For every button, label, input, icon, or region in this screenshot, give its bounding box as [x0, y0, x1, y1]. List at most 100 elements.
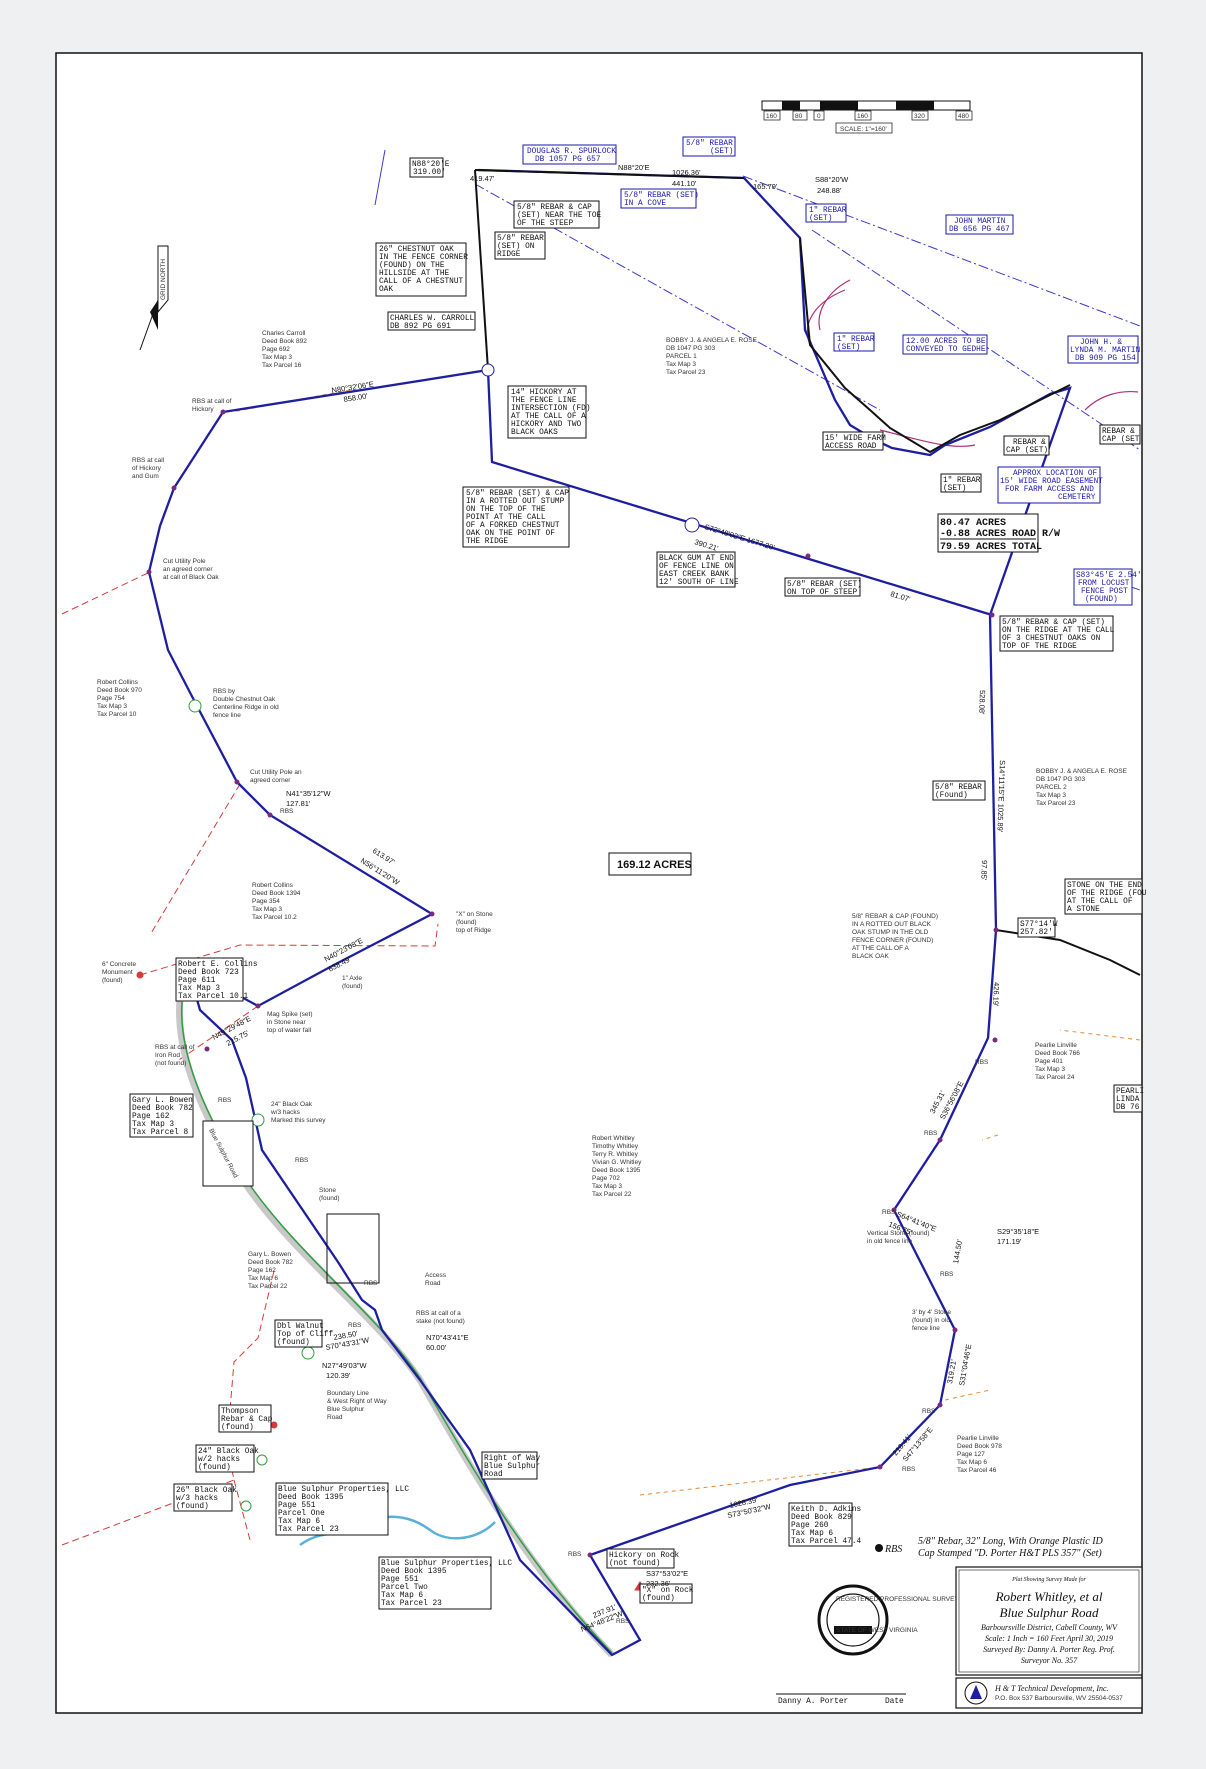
map-label: BOBBY J. & ANGELA E. ROSE	[666, 337, 758, 344]
rbs-legend: RBS 5/8" Rebar, 32" Long, With Orange Pl…	[875, 1536, 1104, 1559]
map-label: top of water fall	[267, 1027, 312, 1034]
map-label: Tax Map 3	[97, 703, 127, 710]
hickory-5: HICKORY AND TWO	[511, 421, 582, 429]
spurlock-deed: DB 1057 PG 657	[535, 156, 601, 164]
map-label: Tax Map 6	[957, 1459, 987, 1466]
n88-distance: 319.00'	[413, 169, 446, 177]
map-label: 144.50'	[951, 1238, 964, 1264]
locust-box: S83°45'E 2.54' FROM LOCUST FENCE POST (F…	[1073, 568, 1142, 606]
signature-name: Danny A. Porter	[778, 1698, 848, 1706]
map-label: Page 162	[248, 1267, 276, 1274]
scale-tick-4: 320	[914, 113, 925, 120]
map-label: Tax Map 3	[1035, 1066, 1065, 1073]
road-detail-box	[326, 1213, 380, 1284]
map-label: fence line	[213, 712, 241, 719]
adkins-2: Deed Book 829	[791, 1514, 852, 1522]
scale-label: SCALE: 1"=160'	[840, 126, 887, 133]
map-label: Tax Parcel 46	[957, 1467, 997, 1474]
row-1: Right of Way	[484, 1455, 540, 1463]
rose-parcel-1-text: BOBBY J. & ANGELA E. ROSE DB 1047 PG 303…	[666, 337, 758, 376]
rebar-steep-2: ON TOP OF STEEP	[787, 589, 858, 597]
scale-tick-5: 480	[958, 113, 969, 120]
surveyor-seal: REGISTERED PROFESSIONAL SURVEYOR STATE O…	[817, 1584, 969, 1656]
map-label: BOBBY J. & ANGELA E. ROSE	[1036, 768, 1128, 775]
map-label: DB 1047 PG 303	[666, 345, 716, 352]
three-oaks-3: OF 3 CHESTNUT OAKS ON	[1002, 635, 1101, 643]
stump-6: OAK ON THE POINT OF	[466, 530, 555, 538]
s77-distance: 257.82'	[1020, 929, 1053, 937]
black-oak-2h-3: (found)	[198, 1464, 231, 1472]
map-label: RBS at call	[132, 457, 165, 464]
map-label: 238.50'	[333, 1329, 359, 1342]
blue-sulphur-road	[176, 999, 615, 1658]
rbs-dots	[146, 409, 999, 1558]
map-label: Page 702	[592, 1175, 620, 1182]
map-label: Double Chestnut Oak	[213, 696, 276, 703]
boundary-line	[147, 168, 1072, 1657]
thompson-2: Rebar & Cap	[221, 1416, 273, 1424]
map-label: RBS	[902, 1466, 916, 1473]
corner-markers	[136, 363, 700, 1591]
spurlock-name: DOUGLAS R. SPURLOCK	[527, 148, 616, 156]
map-label: IN A ROTTED OUT BLACK	[852, 921, 932, 928]
pearl-linda-box: PEARLI LINDA DB 76	[1113, 1084, 1144, 1113]
map-label: Tax Map 3	[262, 354, 292, 361]
map-label: Deed Book 782	[248, 1259, 293, 1266]
map-label: Stone	[319, 1187, 336, 1194]
three-oaks-1: 5/8" REBAR & CAP (SET)	[1002, 619, 1105, 627]
hickory-rock-box: Hickory on Rock (not found)	[606, 1548, 680, 1569]
three-oaks-4: TOP OF THE RIDGE	[1002, 643, 1077, 651]
map-label: 120.39'	[326, 1371, 351, 1380]
road-easement-4: CEMETERY	[1058, 494, 1096, 502]
rebar-1in-b-box: 1" REBAR (SET)	[833, 332, 875, 352]
rebar-ridge-1: 5/8" REBAR	[497, 235, 544, 243]
map-label: (found)	[456, 919, 477, 926]
bowen-box-2: Deed Book 782	[132, 1105, 193, 1113]
hickory-rock-2: (not found)	[609, 1560, 660, 1568]
map-label: RBS	[218, 1097, 232, 1104]
map-label: N41°35'12"W	[286, 789, 332, 798]
adkins-4: Tax Map 6	[791, 1530, 833, 1538]
map-label: RBS at call of	[192, 398, 232, 405]
stone-end-3: AT THE CALL OF	[1067, 898, 1133, 906]
collins-723-3: Page 611	[178, 977, 216, 985]
map-label: Gary L. Bowen	[248, 1251, 291, 1258]
map-label: 1026.36'	[672, 168, 701, 177]
map-label: of Hickory	[132, 465, 162, 472]
title-surveyor: Surveyed By: Danny A. Porter Reg. Prof.	[983, 1645, 1115, 1654]
rebar-cap-found-text: 5/8" REBAR & CAP (FOUND) IN A ROTTED OUT…	[852, 913, 938, 960]
bsp-one-5: Tax Map 6	[278, 1518, 320, 1526]
thompson-3: (found)	[221, 1424, 254, 1432]
map-label: fence line	[912, 1325, 940, 1332]
jlm-1: JOHN H. &	[1080, 339, 1122, 347]
plain-callouts: RBS at call of Hickory RBS at call of Hi…	[102, 398, 951, 1421]
map-label: RBS at call of	[155, 1044, 195, 1051]
map-label: RBS	[882, 1209, 896, 1216]
company-block: H & T Technical Development, Inc. P.O. B…	[955, 1677, 1143, 1709]
bsp-two-3: Page 551	[381, 1576, 419, 1584]
title-block: Plat Showing Survey Made for Robert Whit…	[955, 1566, 1143, 1676]
stump-3: ON THE TOP OF THE	[466, 506, 546, 514]
map-label: RBS by	[213, 688, 236, 695]
rebar-top-2: (SET)	[710, 148, 733, 156]
title-scale-date: Scale: 1 Inch = 160 Feet April 30, 2019	[985, 1634, 1113, 1643]
carroll-box-2: DB 892 PG 691	[390, 323, 451, 331]
map-label: (found)	[102, 977, 123, 984]
twelve-acre-line	[799, 237, 1071, 454]
rebar-cap-se-2: CAP (SET	[1102, 436, 1140, 444]
map-label: Robert Whitley	[592, 1135, 635, 1142]
map-label: RBS	[568, 1551, 582, 1558]
collins-1394-text: Robert Collins Deed Book 1394 Page 354 T…	[252, 882, 301, 921]
map-label: 127.81'	[286, 799, 311, 808]
carroll-box: CHARLES W. CARROLL DB 892 PG 691	[387, 311, 476, 331]
map-label: Tax Map 3	[592, 1183, 622, 1190]
map-label: Page 754	[97, 695, 125, 702]
john-martin-name: JOHN MARTIN	[954, 218, 1006, 226]
dbl-walnut-3: (found)	[277, 1339, 310, 1347]
chestnut-oak-4: HILLSIDE AT THE	[379, 270, 450, 278]
rebar-cap-toe-1: 5/8" REBAR & CAP	[517, 204, 592, 212]
title-client: Robert Whitley, et al	[995, 1589, 1103, 1604]
black-gum-4: 12' SOUTH OF LINE	[659, 579, 739, 587]
black-gum-box: BLACK GUM AT END OF FENCE LINE ON EAST C…	[656, 551, 739, 588]
black-oak-3h-3: (found)	[176, 1503, 209, 1511]
